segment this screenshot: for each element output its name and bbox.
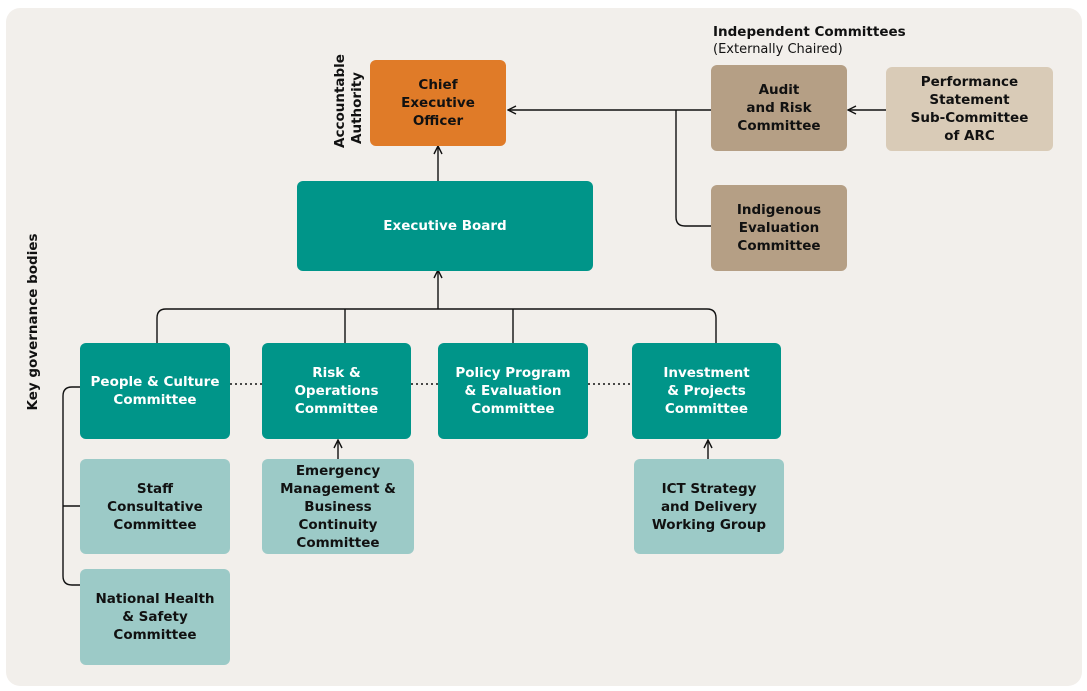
indigenous-evaluation-committee-box: Indigenous Evaluation Committee (711, 185, 847, 271)
audit-risk-committee-box: Audit and Risk Committee (711, 65, 847, 151)
accountable-authority-label: Accountable Authority (332, 54, 365, 148)
committees-to-board-bracket (156, 308, 717, 343)
indigenous-to-ceo-connector (675, 110, 711, 227)
key-governance-bodies-label: Key governance bodies (25, 233, 41, 411)
performance-statement-subcommittee-box: Performance Statement Sub-Committee of A… (886, 67, 1053, 151)
executive-board-box: Executive Board (297, 181, 593, 271)
risk-operations-committee-box: Risk & Operations Committee (262, 343, 411, 439)
people-culture-committee-box: People & Culture Committee (80, 343, 230, 439)
policy-program-evaluation-committee-box: Policy Program & Evaluation Committee (438, 343, 588, 439)
externally-chaired-subtitle: (Externally Chaired) (713, 42, 843, 57)
staff-consultative-committee-box: Staff Consultative Committee (80, 459, 230, 554)
people-culture-subcommittee-bracket (62, 386, 80, 586)
emergency-management-committee-box: Emergency Management & Business Continui… (262, 459, 414, 554)
national-health-safety-committee-box: National Health & Safety Committee (80, 569, 230, 665)
ict-strategy-working-group-box: ICT Strategy and Delivery Working Group (634, 459, 784, 554)
independent-committees-title: Independent Committees (713, 24, 906, 40)
investment-projects-committee-box: Investment & Projects Committee (632, 343, 781, 439)
ceo-box: Chief Executive Officer (370, 60, 506, 146)
